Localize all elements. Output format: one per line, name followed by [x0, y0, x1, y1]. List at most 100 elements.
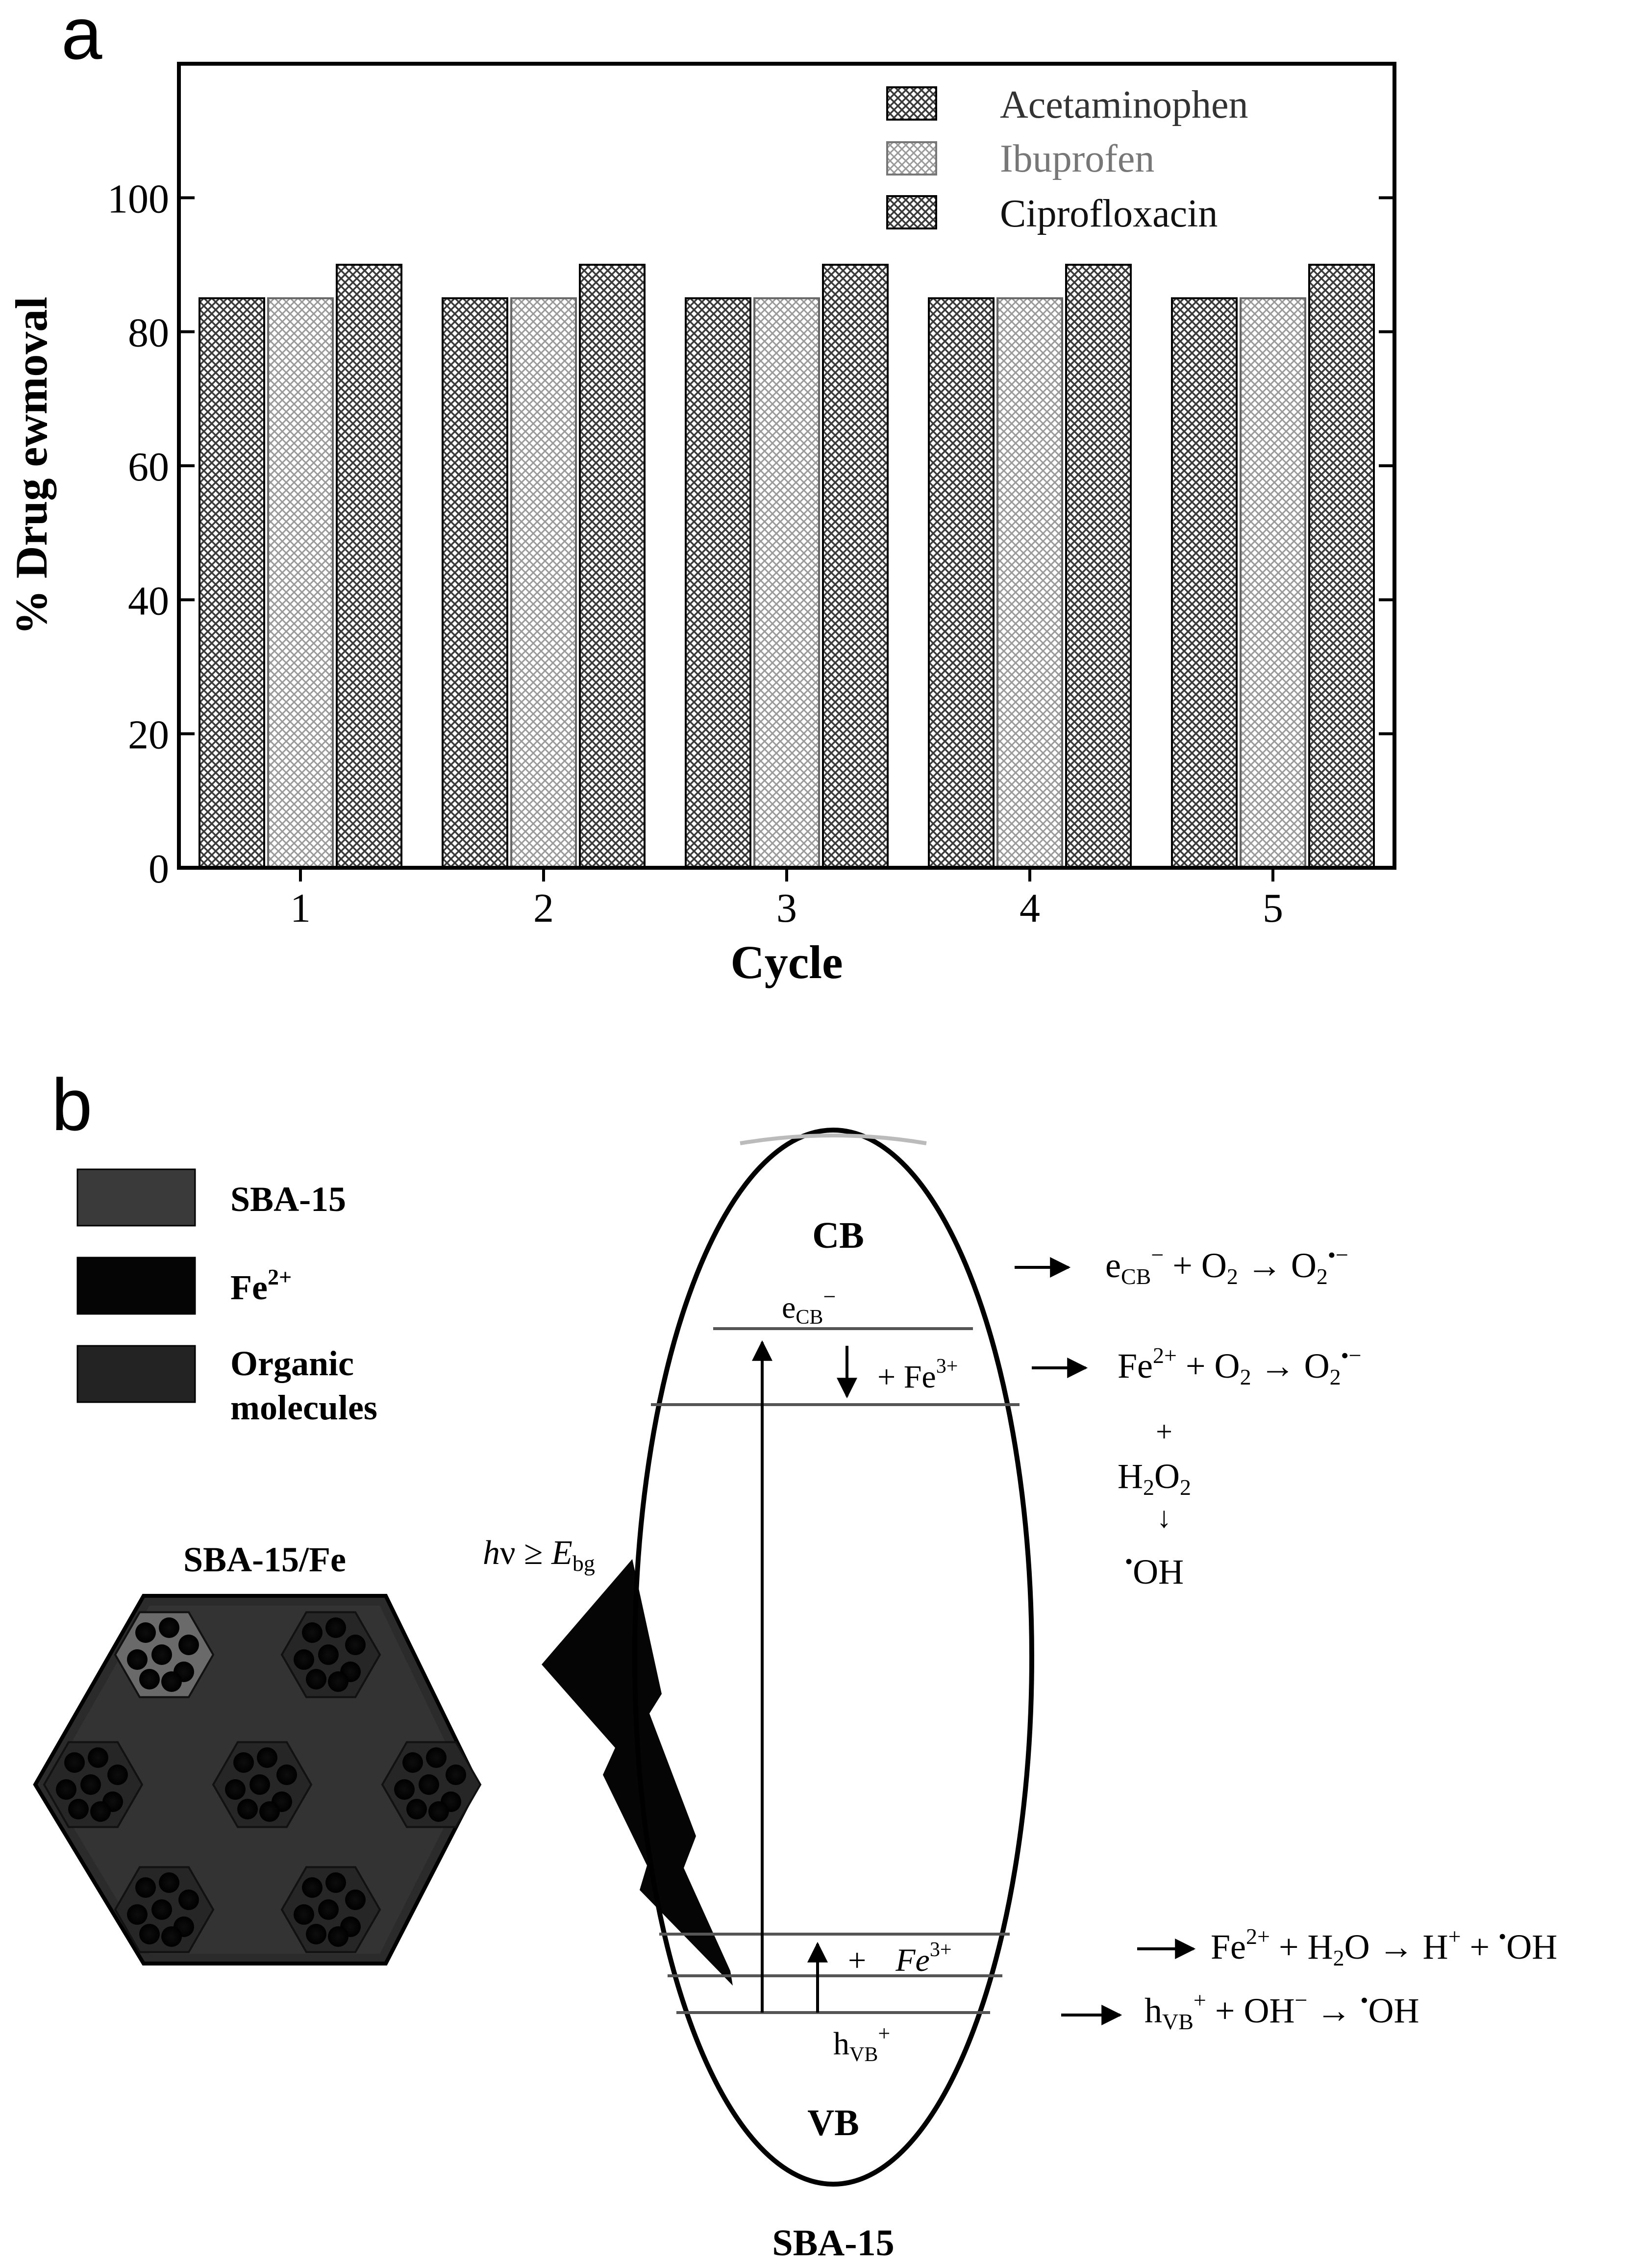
vb-label: VB — [807, 2102, 859, 2143]
reaction-3: Fe2+ + H2O → H+ + •OH — [1211, 1924, 1557, 1970]
fe-pore-dot — [302, 1877, 323, 1898]
fe-pore-dot — [306, 1669, 326, 1689]
fe-pore-dot — [328, 1671, 348, 1692]
fe-pore-dot — [249, 1774, 270, 1795]
h2o2-label: H2O2 — [1118, 1457, 1191, 1500]
y-tick-label: 20 — [128, 712, 169, 758]
ecb-label: eCB− — [782, 1284, 836, 1329]
bar-acetaminophen-cycle-4 — [928, 297, 995, 869]
legend-text-fe: Fe2+ — [230, 1264, 292, 1307]
bar-ciprofloxacin-cycle-5 — [1308, 264, 1375, 869]
band-diagram: CB VB SBA-15 eCB− + Fe3+ +Fe3+ hVB+ — [632, 1128, 1034, 2264]
bar-ciprofloxacin-cycle-1 — [336, 264, 402, 869]
fe-pore-dot — [345, 1635, 366, 1655]
fe-pore-dot — [233, 1752, 254, 1773]
bar-ibuprofen-cycle-5 — [1240, 297, 1306, 869]
fe-pore-dot — [428, 1801, 449, 1822]
reaction-1: eCB− + O2 → O2•− — [1105, 1242, 1348, 1289]
bar-ciprofloxacin-cycle-3 — [822, 264, 889, 869]
x-tick-label: 2 — [533, 885, 554, 931]
fe-pore-dot — [135, 1622, 156, 1643]
legend-swatch-ibuprofen — [886, 141, 937, 176]
y-tick-label: 80 — [128, 310, 169, 356]
bar-ibuprofen-cycle-2 — [510, 297, 577, 869]
fe-pore-dot — [294, 1649, 314, 1670]
bar-acetaminophen-cycle-1 — [199, 297, 265, 869]
x-tick-label: 5 — [1263, 885, 1283, 931]
fe-pore-dot — [139, 1924, 160, 1944]
fe-pore-dot — [151, 1899, 172, 1920]
fe-pore-dot — [325, 1872, 346, 1893]
fe3-bottom-label: +Fe3+ — [848, 1939, 952, 1978]
oh-radical-label: •OH — [1125, 1549, 1184, 1591]
bar-acetaminophen-cycle-3 — [685, 297, 751, 869]
fe-pore-dot — [394, 1779, 415, 1800]
bar-ibuprofen-cycle-3 — [753, 297, 820, 869]
fe-pore-dot — [259, 1801, 280, 1822]
legend-text-organic-1: Organic — [230, 1344, 354, 1383]
particle-cells — [43, 1611, 482, 1953]
fe-pore-dot — [302, 1622, 323, 1643]
fe-pore-dot — [90, 1801, 111, 1822]
fe-pore-dot — [225, 1779, 246, 1800]
fe-pore-dot — [107, 1764, 128, 1785]
legend-box-sba15 — [76, 1168, 196, 1227]
x-tick-label: 1 — [290, 885, 311, 931]
legend-box-organic — [76, 1345, 196, 1403]
x-axis-label: Cycle — [730, 936, 843, 988]
fe3-top-label: + Fe3+ — [877, 1355, 958, 1395]
fe-pore-dot — [127, 1904, 148, 1925]
fe-pore-dot — [159, 1872, 179, 1893]
y-tick-label: 0 — [149, 846, 169, 892]
fe-pore-dot — [178, 1890, 199, 1910]
fe-pore-dot — [161, 1926, 182, 1947]
fe-pore-dot — [276, 1764, 297, 1785]
fe-pore-dot — [402, 1752, 423, 1773]
reactions: eCB− + O2 → O2•− Fe2+ + O2 → O2•− + H2O2… — [1015, 1242, 1557, 2034]
chart-legend: Acetaminophen Ibuprofen Ciprofloxacin — [886, 83, 1248, 235]
fe-pore-dot — [161, 1671, 182, 1692]
fe-pore-dot — [328, 1926, 348, 1947]
panel-b-label: b — [51, 1063, 92, 1146]
fe-pore-dot — [68, 1799, 89, 1819]
fe-pore-dot — [325, 1617, 346, 1638]
x-tick-label: 3 — [776, 885, 797, 931]
bar-acetaminophen-cycle-2 — [442, 297, 508, 869]
reaction-plus: + — [1156, 1415, 1172, 1448]
bar-ibuprofen-cycle-4 — [996, 297, 1063, 869]
down-arrow-icon: ↓ — [1157, 1501, 1171, 1534]
light-energy-label: hν ≥ Ebg — [483, 1534, 595, 1576]
panel-a-label: a — [61, 0, 102, 75]
reaction-2: Fe2+ + O2 → O2•− — [1118, 1343, 1362, 1389]
particle-label: SBA-15/Fe — [183, 1540, 346, 1579]
y-tick-label: 60 — [128, 444, 169, 490]
legend-swatch-ciprofloxacin — [886, 195, 937, 229]
fe-pore-dot — [135, 1877, 156, 1898]
fe-pore-dot — [80, 1774, 101, 1795]
fe-pore-dot — [446, 1764, 466, 1785]
fe-pore-dot — [88, 1747, 108, 1768]
bar-ciprofloxacin-cycle-2 — [579, 264, 646, 869]
legend-swatch-acetaminophen — [886, 86, 937, 121]
fe-pore-dot — [56, 1779, 76, 1800]
y-axis-ticks: 0 20 40 60 80 100 — [107, 176, 1394, 892]
bars-group — [199, 264, 1375, 869]
fe-pore-dot — [139, 1669, 160, 1689]
fe-pore-dot — [127, 1649, 148, 1670]
reaction-4: hVB+ + OH− → •OH — [1144, 1988, 1419, 2034]
fe-pore-dot — [318, 1899, 339, 1920]
y-axis-label: % Drug ewmoval — [6, 297, 56, 635]
fe-pore-dot — [345, 1890, 366, 1910]
fe-pore-dot — [151, 1644, 172, 1665]
fe-pore-dot — [419, 1774, 439, 1795]
legend-box-fe — [76, 1257, 196, 1315]
fe-pore-dot — [426, 1747, 447, 1768]
y-tick-label: 40 — [128, 578, 169, 624]
y-tick-label: 100 — [107, 176, 169, 222]
legend-label-acetaminophen: Acetaminophen — [1000, 83, 1248, 126]
bar-ciprofloxacin-cycle-4 — [1065, 264, 1132, 869]
bar-acetaminophen-cycle-5 — [1171, 297, 1238, 869]
fe-pore-dot — [406, 1799, 427, 1819]
